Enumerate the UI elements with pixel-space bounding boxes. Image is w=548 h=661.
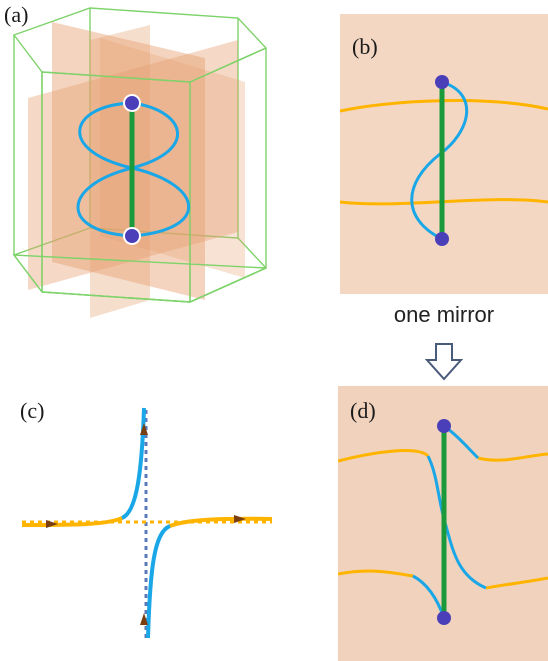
node-point-bottom	[435, 232, 449, 246]
surface-state-top-left	[338, 449, 430, 463]
surface-state-bottom	[340, 198, 548, 206]
panel-b-figure: (b)	[340, 14, 548, 294]
surface-state-right	[169, 516, 273, 528]
surface-state-bottom-left	[338, 569, 414, 578]
down-arrow-icon	[424, 343, 464, 381]
panel-d-label: (d)	[350, 398, 376, 423]
surface-state-bottom-right	[485, 576, 548, 590]
prism-front-edges	[12, 47, 267, 303]
surface-state-left	[21, 516, 123, 527]
caption-one-mirror: one mirror	[393, 302, 495, 327]
panel-c-label: (c)	[20, 398, 44, 423]
surface-state-top-right	[477, 452, 548, 462]
panel-c-figure: (c)	[20, 398, 273, 640]
panel-d: (d)	[338, 386, 548, 661]
nodal-line-lower	[146, 524, 171, 639]
panel-c: (c)	[12, 390, 282, 650]
node-point-top	[123, 94, 141, 112]
panel-b: (b)	[340, 14, 548, 294]
direction-arrow-down-icon	[140, 613, 148, 625]
panel-a: (a)	[0, 0, 290, 330]
node-point-top	[437, 419, 451, 433]
panel-d-figure: (d)	[338, 386, 548, 661]
direction-arrow-left-icon	[46, 520, 58, 528]
direction-arrow-right-icon	[234, 515, 246, 523]
direction-arrow-up-icon	[140, 423, 148, 435]
surface-state-top	[340, 99, 548, 113]
node-point-bottom	[437, 611, 451, 625]
panel-a-figure: (a)	[4, 2, 268, 318]
panel-b-label: (b)	[352, 34, 378, 59]
panel-a-label: (a)	[4, 2, 28, 27]
node-point-bottom	[123, 227, 141, 245]
node-point-top	[435, 75, 449, 89]
nodal-line-upper	[120, 407, 146, 520]
